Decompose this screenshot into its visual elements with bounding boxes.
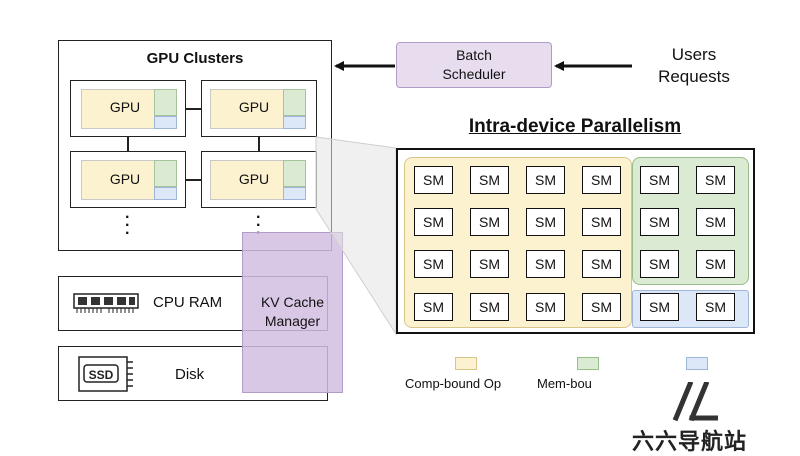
sm-cell: SM: [640, 250, 679, 278]
sm-cell: SM: [696, 208, 735, 236]
gpu-cluster-box: [58, 40, 332, 251]
gpu-link-bottom: [186, 179, 201, 181]
sm-cell: SM: [640, 208, 679, 236]
sm-cell: SM: [526, 250, 565, 278]
gpu-label-2: GPU: [238, 99, 270, 115]
sm-cell: SM: [470, 250, 509, 278]
sm-cell: SM: [696, 293, 735, 321]
ram-icon: [73, 293, 139, 313]
sm-cell: SM: [526, 208, 565, 236]
kv-cache-manager-box: [242, 232, 343, 393]
sm-cell: SM: [470, 208, 509, 236]
kv-cache-manager-label: KV Cache Manager: [260, 294, 325, 329]
sm-cell: SM: [470, 293, 509, 321]
gpu-label-1: GPU: [109, 99, 141, 115]
gpu-link-right: [258, 137, 260, 151]
sm-cell: SM: [414, 293, 453, 321]
batch-scheduler-label: Batch Scheduler: [442, 47, 506, 82]
cpu-ram-label: CPU RAM: [153, 294, 223, 311]
zoom-projection: [315, 136, 397, 336]
intra-device-title: Intra-device Parallelism: [468, 116, 682, 137]
sm-cell: SM: [414, 166, 453, 194]
legend-swatch-mem: [577, 357, 599, 370]
gpu-label-4: GPU: [238, 171, 270, 187]
gpu-mem-green-2: [283, 89, 306, 116]
sm-cell: SM: [414, 250, 453, 278]
gpu-mem-green-3: [154, 160, 177, 187]
sm-cell: SM: [526, 166, 565, 194]
sm-cell: SM: [582, 293, 621, 321]
gpu-mem-blue-3: [154, 187, 177, 200]
gpu-label-3: GPU: [109, 171, 141, 187]
sm-cell: SM: [582, 166, 621, 194]
watermark-text: 六六导航站: [632, 429, 748, 454]
sm-cell: SM: [696, 166, 735, 194]
legend-swatch-comp: [455, 357, 477, 370]
sm-cell: SM: [582, 250, 621, 278]
gpu-link-left: [127, 137, 129, 151]
gpu-mem-blue-2: [283, 116, 306, 129]
sm-cell: SM: [582, 208, 621, 236]
sm-cell: SM: [696, 250, 735, 278]
disk-label: Disk: [175, 366, 205, 383]
legend-label-mem: Mem-bou: [537, 376, 592, 391]
gpu-link-top: [186, 108, 201, 110]
sm-cell: SM: [470, 166, 509, 194]
legend-label-comp: Comp-bound Op: [405, 376, 502, 391]
sm-cell: SM: [526, 293, 565, 321]
svg-text:SSD: SSD: [89, 368, 114, 382]
gpu-cluster-title: GPU Clusters: [146, 50, 244, 67]
gpu-mem-green-4: [283, 160, 306, 187]
sm-cell: SM: [640, 166, 679, 194]
legend-swatch-third: [686, 357, 708, 370]
more-gpus-dots-1: ···: [125, 209, 131, 242]
sm-cell: SM: [640, 293, 679, 321]
batch-scheduler-box: [396, 42, 552, 88]
gpu-mem-blue-1: [154, 116, 177, 129]
users-requests-label: Users Requests: [658, 45, 730, 86]
ssd-icon: SSD: [78, 356, 133, 392]
watermark-logo-icon: [672, 382, 718, 422]
gpu-mem-blue-4: [283, 187, 306, 200]
gpu-mem-green-1: [154, 89, 177, 116]
sm-cell: SM: [414, 208, 453, 236]
